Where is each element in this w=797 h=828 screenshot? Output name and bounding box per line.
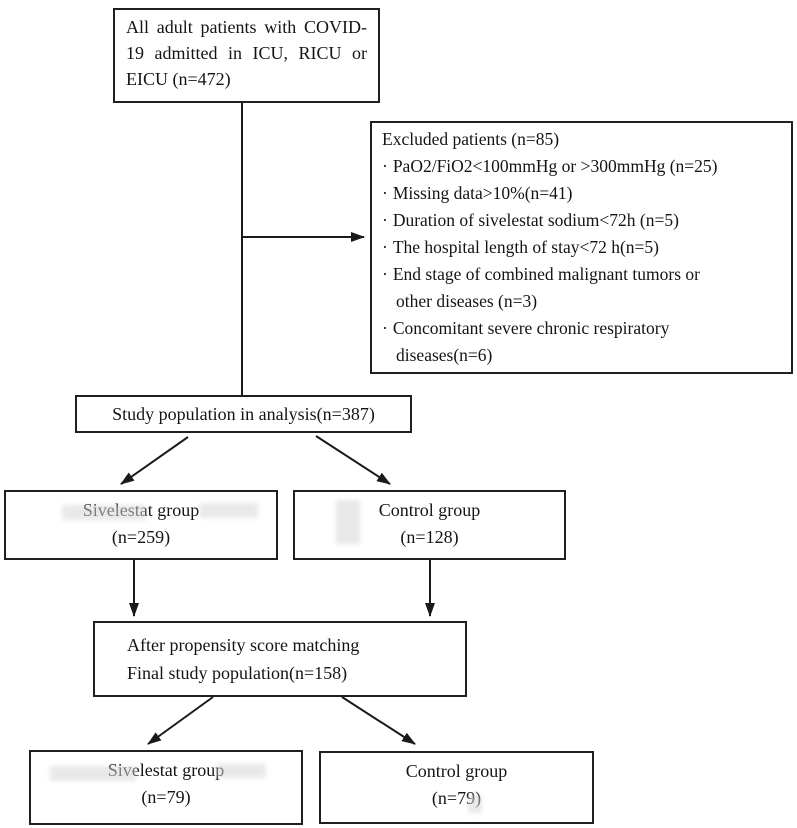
propensity-line2: Final study population(n=158) — [127, 663, 348, 683]
group-count: (n=128) — [400, 527, 459, 547]
group-name: Sivelestat group — [82, 500, 200, 520]
box-control-group-matched: Control group (n=79) — [319, 751, 594, 824]
group-name: Control group — [378, 500, 481, 520]
group-count: (n=259) — [111, 527, 171, 547]
box-sivelestat-group: Sivelestat group (n=259) — [4, 490, 278, 560]
bullet-glyph: · — [382, 183, 388, 203]
excluded-item-text: PaO2/FiO2<100mmHg or >300mmHg (n=25) — [392, 156, 718, 176]
arrow-study-to-sivelestat-group — [120, 436, 189, 485]
box-control-group: Control group (n=128) — [293, 490, 566, 560]
bullet-glyph: · — [382, 318, 388, 338]
excluded-item: ·The hospital length of stay<72 h(n=5) — [382, 234, 783, 261]
bullet-glyph: · — [382, 156, 388, 176]
bullet-glyph: · — [382, 237, 388, 257]
box-propensity-matching: After propensity score matching Final st… — [93, 621, 467, 697]
excluded-item-text-wrap: other diseases (n=3) — [396, 291, 538, 311]
excluded-item-text: End stage of combined malignant tumors o… — [392, 264, 700, 284]
excluded-item-text: Concomitant severe chronic respiratory — [392, 318, 670, 338]
excluded-item: ·Duration of sivelestat sodium<72h (n=5) — [382, 207, 783, 234]
excluded-item-text-wrap: diseases(n=6) — [396, 345, 493, 365]
box-study-population: Study population in analysis(n=387) — [75, 395, 412, 433]
excluded-item-text: Missing data>10%(n=41) — [392, 183, 573, 203]
group-count: (n=79) — [141, 787, 191, 807]
initial-population-text: All adult patients with COVID-19 admitte… — [126, 17, 367, 89]
group-count: (n=79) — [431, 788, 482, 808]
box-excluded-patients: Excluded patients (n=85) ·PaO2/FiO2<100m… — [370, 121, 793, 374]
excluded-item-text: Duration of sivelestat sodium<72h (n=5) — [392, 210, 679, 230]
excluded-item: ·End stage of combined malignant tumors … — [382, 261, 783, 315]
excluded-item-text: The hospital length of stay<72 h(n=5) — [392, 237, 659, 257]
excluded-item: ·Concomitant severe chronic respiratory … — [382, 315, 783, 369]
arrow-study-to-control-group — [315, 435, 391, 485]
box-initial-population: All adult patients with COVID-19 admitte… — [113, 8, 380, 103]
box-sivelestat-group-matched: Sivelestat group (n=79) — [29, 750, 303, 825]
propensity-line1: After propensity score matching — [127, 635, 360, 655]
study-population-text: Study population in analysis(n=387) — [112, 404, 375, 424]
excluded-title: Excluded patients (n=85) — [382, 129, 560, 149]
excluded-item: ·Missing data>10%(n=41) — [382, 180, 783, 207]
group-name: Control group — [405, 761, 508, 781]
bullet-glyph: · — [382, 264, 388, 284]
group-name: Sivelestat group — [107, 760, 225, 780]
excluded-item: ·PaO2/FiO2<100mmHg or >300mmHg (n=25) — [382, 153, 783, 180]
arrow-propensity-to-sivelestat-matched — [147, 696, 214, 745]
arrow-propensity-to-control-matched — [341, 696, 416, 745]
bullet-glyph: · — [382, 210, 388, 230]
